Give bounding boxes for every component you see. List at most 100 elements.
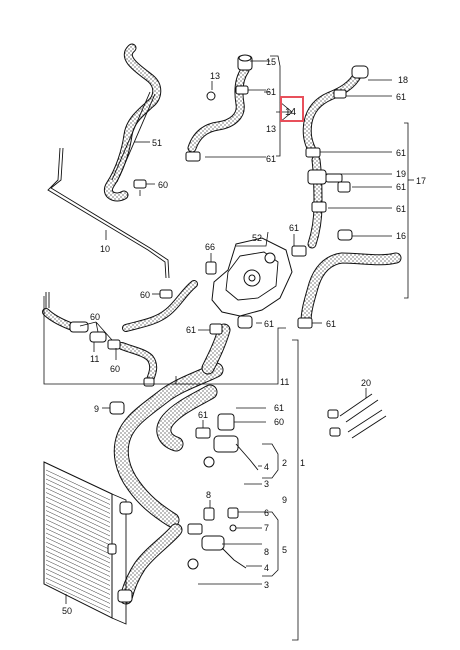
hose-radiator-upper-body <box>114 363 223 527</box>
radiator-fin-line <box>45 568 111 600</box>
connector-16 <box>337 229 353 241</box>
callout-61-h[interactable]: 61 <box>326 319 336 329</box>
callout-61-e[interactable]: 61 <box>396 182 406 192</box>
radiator-50 <box>43 461 133 625</box>
pipe-51 <box>111 91 151 181</box>
highlight-part-14 <box>280 96 304 122</box>
callout-9-a[interactable]: 9 <box>94 404 99 414</box>
callout-60-b[interactable]: 60 <box>140 290 150 300</box>
parts <box>69 54 387 570</box>
callout-11-b[interactable]: 11 <box>280 377 289 387</box>
radiator-fin-line <box>45 537 111 568</box>
clamp-61-j <box>237 315 253 329</box>
radiator-fin-line <box>45 510 111 541</box>
seal-3-a <box>203 456 215 468</box>
callout-60-c[interactable]: 60 <box>90 312 100 322</box>
callout-60-d[interactable]: 60 <box>110 364 120 374</box>
callout-3-b[interactable]: 3 <box>264 580 269 590</box>
clamp-61-c <box>333 89 347 99</box>
radiator-fin-line <box>45 546 111 577</box>
clamp-61-h <box>291 245 307 257</box>
callout-61-a[interactable]: 61 <box>266 87 276 97</box>
radiator-fin-line <box>45 505 111 537</box>
callout-61-i[interactable]: 61 <box>186 325 196 335</box>
callout-10[interactable]: 10 <box>100 244 110 254</box>
callout-14[interactable]: 14 <box>285 107 297 118</box>
hose-radiator-bottom-body <box>120 524 182 604</box>
sensor-6 <box>227 507 239 519</box>
hose-pump-left-body <box>123 281 197 331</box>
radiator-fin-line <box>45 555 111 586</box>
radiator-fin-line <box>45 478 111 510</box>
callout-60-a[interactable]: 60 <box>158 180 168 190</box>
callout-50[interactable]: 50 <box>62 606 72 616</box>
callout-13-b[interactable]: 13 <box>266 124 276 134</box>
hose-11-body <box>119 343 157 383</box>
connector-60-d <box>89 331 107 343</box>
radiator-clip <box>107 543 117 555</box>
callout-5[interactable]: 5 <box>282 545 287 555</box>
leader-lines <box>43 55 414 641</box>
callout-15[interactable]: 15 <box>266 57 276 67</box>
radiator-fin-line <box>45 496 111 528</box>
callout-4-b[interactable]: 4 <box>264 563 269 573</box>
callout-20[interactable]: 20 <box>361 378 371 388</box>
callout-61-g[interactable]: 61 <box>289 223 299 233</box>
clamp-61-a <box>235 85 249 95</box>
callout-11-a[interactable]: 11 <box>90 354 99 364</box>
radiator-fin-line <box>45 469 111 501</box>
callout-6[interactable]: 6 <box>264 508 269 518</box>
clamp-61-k <box>195 427 211 439</box>
part-20 <box>327 393 387 439</box>
radiator-fin-line <box>45 582 111 613</box>
callout-13-a[interactable]: 13 <box>210 71 220 81</box>
clamp-9-b <box>187 523 203 535</box>
callout-66[interactable]: 66 <box>205 242 215 252</box>
clamp-61-i <box>209 323 223 335</box>
flange-60 <box>217 413 235 431</box>
callout-1[interactable]: 1 <box>300 458 305 468</box>
callout-61-l[interactable]: 61 <box>274 403 284 413</box>
connector-18 <box>351 65 369 79</box>
callout-61-b[interactable]: 61 <box>266 154 276 164</box>
callout-61-j[interactable]: 61 <box>264 319 274 329</box>
hose-radiator-lower-body <box>157 385 217 451</box>
seal-7 <box>229 524 237 532</box>
hose-51-body <box>105 44 161 201</box>
radiator-fin-line <box>45 564 111 595</box>
callout-16[interactable]: 16 <box>396 231 406 241</box>
callout-8-b[interactable]: 8 <box>264 547 269 557</box>
radiator-fin-line <box>45 492 111 523</box>
callout-2[interactable]: 2 <box>282 458 287 468</box>
callout-61-c[interactable]: 61 <box>396 92 406 102</box>
callout-7[interactable]: 7 <box>264 523 269 533</box>
radiator-outlet <box>117 589 133 603</box>
tee-19 <box>307 169 327 185</box>
callout-51[interactable]: 51 <box>152 138 162 148</box>
clamp-61-b <box>185 151 201 162</box>
callout-52[interactable]: 52 <box>252 233 262 243</box>
callout-61-k[interactable]: 61 <box>198 410 208 420</box>
radiator-fin-line <box>45 550 111 582</box>
hose-14-body <box>188 66 249 152</box>
connector-60-e <box>107 339 121 350</box>
callout-61-d[interactable]: 61 <box>396 148 406 158</box>
callout-19[interactable]: 19 <box>396 169 406 179</box>
radiator-fin-line <box>45 577 111 609</box>
radiator-fin-line <box>45 523 111 555</box>
callout-9-b[interactable]: 9 <box>282 495 287 505</box>
clamp-9-a <box>109 401 125 415</box>
callout-3-a[interactable]: 3 <box>264 479 269 489</box>
hose-18-body <box>303 70 362 154</box>
callout-17[interactable]: 17 <box>416 176 426 186</box>
callout-labels: 15 13 61 14 13 61 18 61 51 60 61 19 61 1… <box>62 57 426 616</box>
callout-4-a[interactable]: 4 <box>264 462 269 472</box>
callout-60-e[interactable]: 60 <box>274 417 284 427</box>
callout-61-f[interactable]: 61 <box>396 204 406 214</box>
hose-16-body <box>301 253 401 327</box>
callout-18[interactable]: 18 <box>398 75 408 85</box>
callout-8-a[interactable]: 8 <box>206 490 211 500</box>
hose-pump-down-body <box>202 324 230 374</box>
pipe-10 <box>47 147 167 279</box>
